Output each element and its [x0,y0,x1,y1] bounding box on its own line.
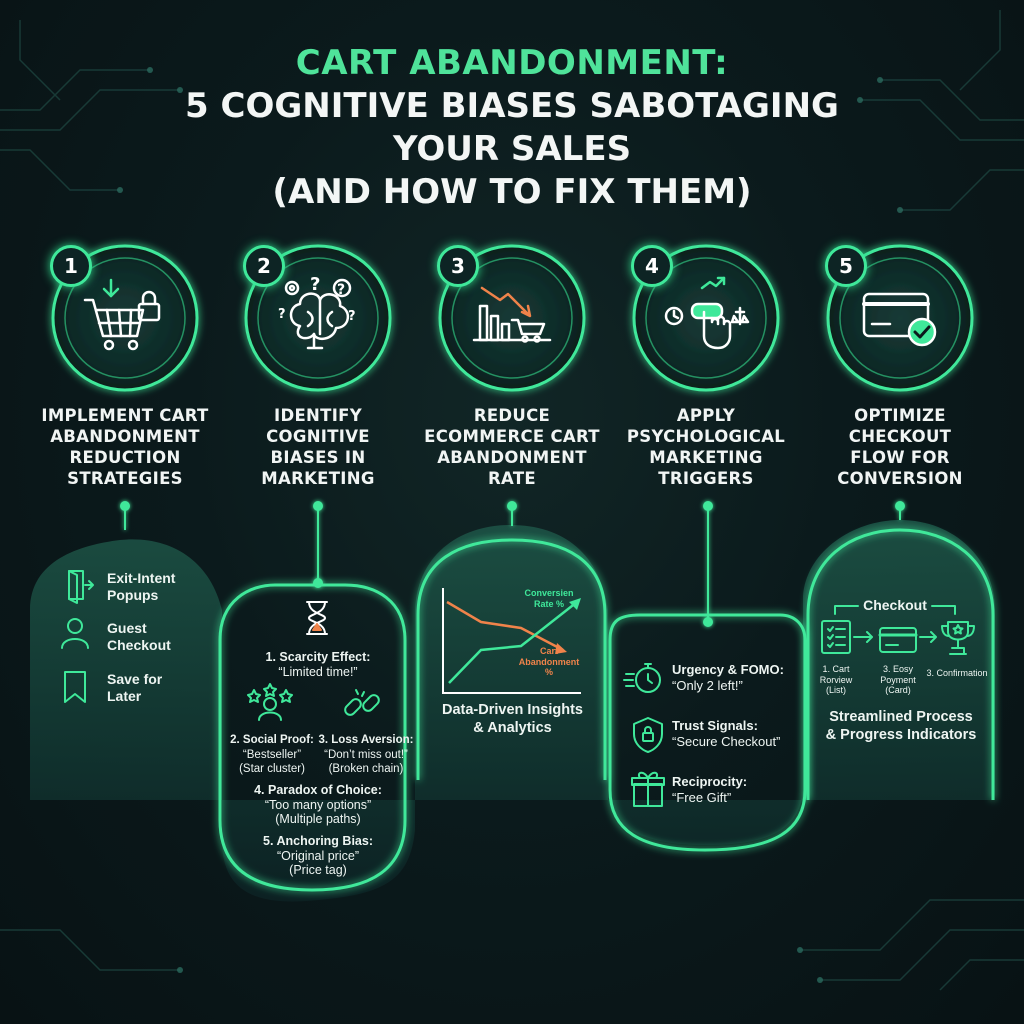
star-cluster-icon [247,683,293,721]
declining-chart-cart-icon [472,286,552,343]
stopwatch-icon [623,663,661,693]
trigger-trust-signals: Trust Signals:“Secure Checkout” [672,718,781,749]
trigger-urgency: Urgency & FOMO:“Only 2 left!” [672,662,784,693]
svg-text:?: ? [337,282,345,298]
hourglass-icon [306,601,328,635]
exit-door-icon [68,570,94,604]
brain-question-icon: ? ? ? ? [278,274,356,350]
analytics-chart [442,588,581,694]
step-badge-4: 4 [631,245,673,287]
shield-lock-icon [633,717,663,753]
panel-5-outline [806,528,995,800]
list-icon [821,620,851,654]
panel-4-outline [608,613,807,852]
title-line-2: 5 COGNITIVE BIASES SABOTAGING [185,86,839,126]
bias-anchoring: 5. Anchoring Bias:“Original price”(Price… [263,834,373,877]
checkout-header: Checkout [863,597,927,613]
page-title: CART ABANDONMENT: 5 COGNITIVE BIASES SAB… [0,42,1024,214]
bias-paradox-of-choice: 4. Paradox of Choice:“Too many options”(… [254,783,382,826]
checkout-flow [821,605,975,655]
step-circle-3 [438,244,586,392]
step-circle-5 [826,244,974,392]
conversion-rate-line [448,601,578,684]
step-badge-3: 3 [437,245,479,287]
gift-icon [631,771,665,807]
svg-text:?: ? [310,274,320,295]
bookmark-icon [64,671,86,703]
trophy-icon [941,621,975,655]
broken-chain-icon [344,689,380,716]
trigger-reciprocity: Reciprocity:“Free Gift” [672,774,748,805]
step-badge-1: 1 [50,245,92,287]
title-line-4: (AND HOW TO FIX THEM) [272,172,752,212]
hand-button-icon [664,276,750,350]
panel-2-outline [218,583,407,892]
cart-abandonment-line [446,600,564,652]
bias-loss-aversion: 3. Loss Aversion:“Don’t miss out!”(Broke… [318,734,414,775]
payment-card-icon [878,627,918,653]
checkout-caption: Streamlined Process& Progress Indicators [825,709,977,743]
step-badge-2: 2 [243,245,285,287]
cart-lock-icon [83,278,161,351]
bias-social-proof: 2. Social Proof:“Bestseller”(Star cluste… [230,734,314,775]
svg-text:?: ? [278,307,286,322]
card-check-icon [862,292,937,347]
panel-3-outline [416,538,607,780]
step-circle-2 [244,244,392,392]
step-badge-5: 5 [825,245,867,287]
step-circle-1 [51,244,199,392]
bias-scarcity: 1. Scarcity Effect:“Limited time!” [265,650,371,679]
user-icon [61,618,89,649]
title-line-3: YOUR SALES [392,129,632,169]
wave-band [30,520,995,902]
svg-text:?: ? [348,309,356,324]
analytics-caption: Data-Driven Insights& Analytics [442,702,583,736]
title-line-1: CART ABANDONMENT: [295,43,729,83]
step-circles [51,244,974,392]
checkout-step-confirmation: 3. Confirmation [926,668,988,678]
